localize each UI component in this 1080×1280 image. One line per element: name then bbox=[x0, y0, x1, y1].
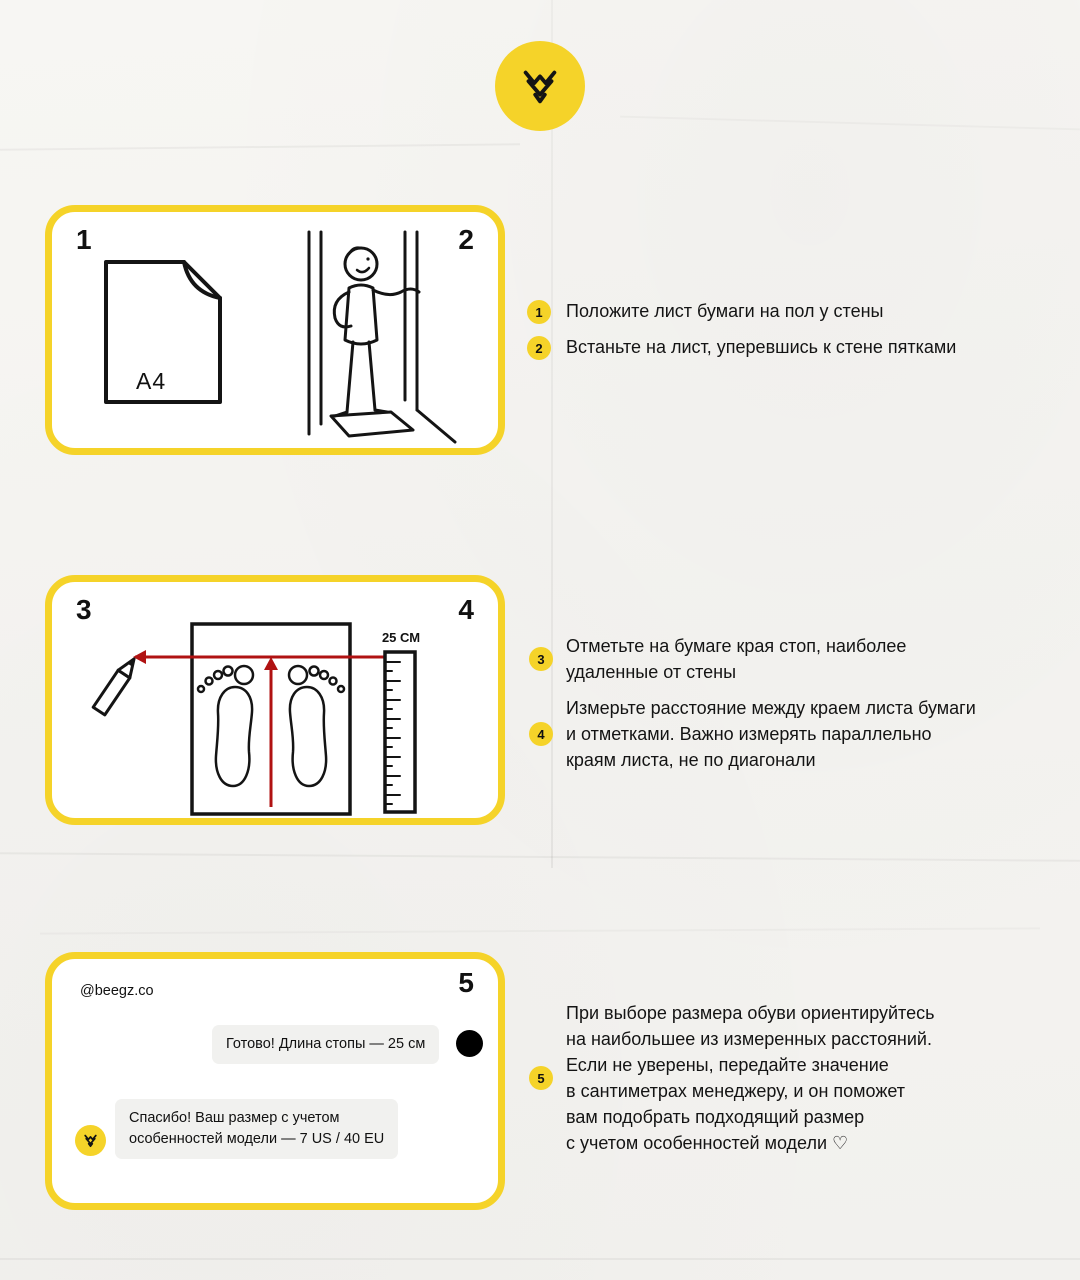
step-1-badge: 1 bbox=[527, 300, 551, 324]
step-4-badge: 4 bbox=[529, 722, 553, 746]
paper-crease bbox=[0, 143, 520, 151]
floor-edge bbox=[415, 408, 457, 444]
pencil-illustration bbox=[91, 657, 136, 717]
step-4-text: Измерьте расстояние между краем листа бу… bbox=[566, 698, 976, 770]
step-2-text: Встаньте на лист, уперевшись к стене пят… bbox=[566, 337, 957, 357]
step-1-text: Положите лист бумаги на пол у стены bbox=[566, 301, 884, 321]
beegz-logo-icon bbox=[84, 1134, 97, 1148]
step-3-text: Отметьте на бумаге края стоп, наиболее у… bbox=[566, 636, 907, 682]
beegz-logo-icon bbox=[523, 70, 557, 104]
brand-handle: @beegz.co bbox=[80, 983, 154, 999]
brand-logo-badge bbox=[495, 41, 585, 131]
chat-message-outgoing: Готово! Длина стопы — 25 см bbox=[212, 1025, 440, 1064]
panel-number-1: 1 bbox=[76, 224, 92, 255]
a4-label: A4 bbox=[136, 368, 167, 394]
paper-crease bbox=[0, 852, 1080, 862]
panel-number-5: 5 bbox=[458, 967, 474, 998]
panel-number-4: 4 bbox=[458, 594, 474, 625]
paper-crease bbox=[40, 927, 1040, 934]
ruler-label: 25 СМ bbox=[381, 630, 421, 645]
customer-avatar bbox=[456, 1030, 483, 1057]
footprints bbox=[196, 664, 346, 788]
a4-paper-illustration bbox=[104, 260, 222, 404]
step-2-badge: 2 bbox=[527, 336, 551, 360]
step-3-badge: 3 bbox=[529, 647, 553, 671]
step-5-text: При выборе размера обуви ориентируйтесь … bbox=[566, 1003, 935, 1153]
paper-crease bbox=[620, 116, 1080, 131]
panel-step-5-chat: @beegz.co 5 Готово! Длина стопы — 25 см … bbox=[45, 952, 505, 1210]
foot-measurement-illustration bbox=[91, 622, 417, 816]
person-figure bbox=[332, 246, 421, 418]
paper-crease bbox=[0, 1258, 1080, 1260]
panel-number-2: 2 bbox=[458, 224, 474, 255]
step-5-badge: 5 bbox=[529, 1066, 553, 1090]
chat-message-incoming: Спасибо! Ваш размер с учетом особенносте… bbox=[115, 1099, 399, 1159]
person-in-doorway-illustration bbox=[307, 230, 457, 444]
measurement-lines bbox=[133, 650, 385, 807]
panel-steps-1-2: 1 2 A4 bbox=[45, 205, 505, 455]
brand-avatar bbox=[75, 1125, 106, 1156]
paper-on-floor bbox=[329, 410, 415, 438]
panel-number-3: 3 bbox=[76, 594, 92, 625]
ruler-illustration bbox=[383, 650, 417, 814]
panel-steps-3-4: 3 4 bbox=[45, 575, 505, 825]
